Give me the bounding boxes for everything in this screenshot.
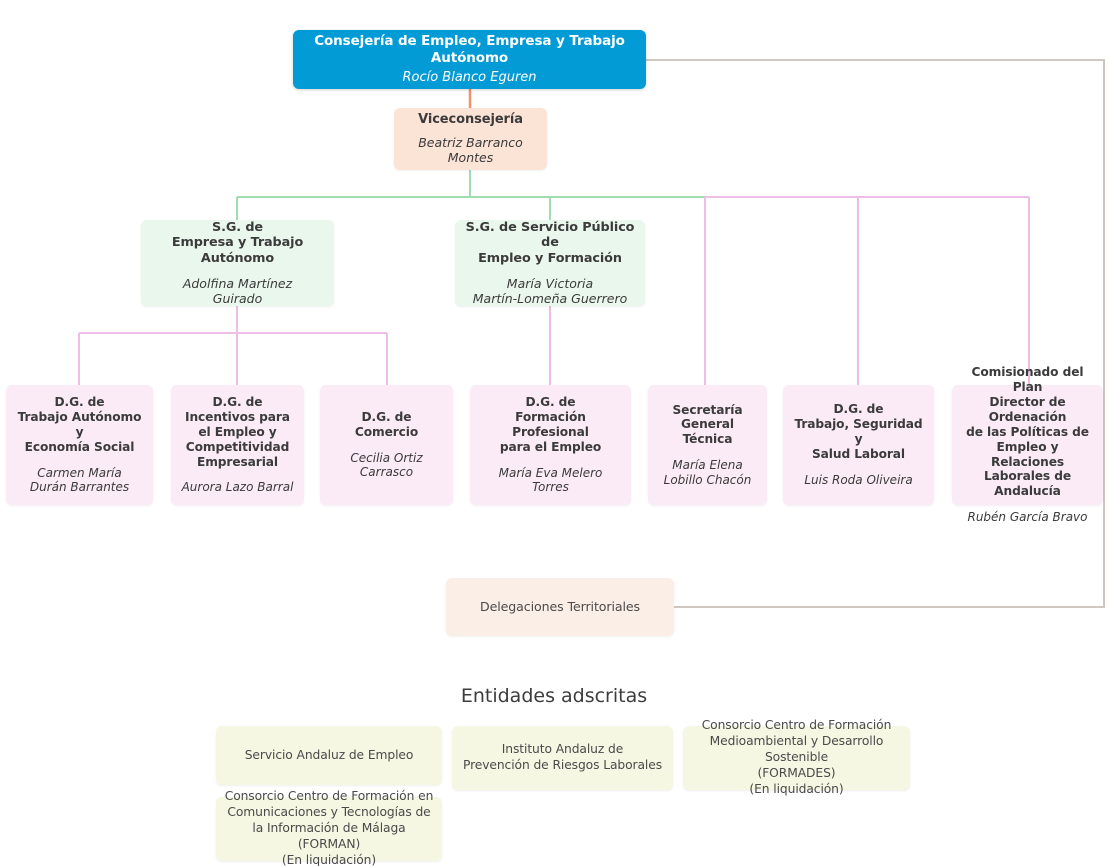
node-entidad-formades-title: Consorcio Centro de Formación Medioambie… xyxy=(701,718,892,796)
node-consejeria-title: Consejería de Empleo, Empresa y Trabajo … xyxy=(314,33,625,66)
entidades-adscritas-heading: Entidades adscritas xyxy=(460,685,648,707)
node-sg-empresa-trabajo-autonomo-person: Adolfina Martínez Guirado xyxy=(182,275,293,306)
node-dg-trabajo-seguridad-salud-laboral[interactable]: D.G. de Trabajo, Seguridad y Salud Labor… xyxy=(783,385,934,505)
node-dg-trabajo-autonomo-economia-social[interactable]: D.G. de Trabajo Autónomo y Economía Soci… xyxy=(6,385,153,505)
node-dg-incentivos-empleo-competitividad-title: D.G. de Incentivos para el Empleo y Comp… xyxy=(185,395,290,469)
node-secretaria-general-tecnica-title: Secretaría General Técnica xyxy=(672,402,743,447)
node-sg-servicio-publico-empleo-formacion-title: S.G. de Servicio Público de Empleo y For… xyxy=(465,219,635,267)
node-dg-formacion-profesional-empleo-title: D.G. de Formación Profesional para el Em… xyxy=(499,395,602,454)
node-viceconsejeria-title: Viceconsejería xyxy=(418,112,523,128)
node-dg-trabajo-autonomo-economia-social-title: D.G. de Trabajo Autónomo y Economía Soci… xyxy=(17,395,142,454)
node-dg-trabajo-seguridad-salud-laboral-person: Luis Roda Oliveira xyxy=(804,472,913,487)
node-entidad-forman[interactable]: Consorcio Centro de Formación en Comunic… xyxy=(216,789,442,866)
node-sg-servicio-publico-empleo-formacion[interactable]: S.G. de Servicio Público de Empleo y For… xyxy=(455,220,645,306)
node-dg-comercio-person: Cecilia Ortiz Carrasco xyxy=(350,450,423,480)
node-dg-formacion-profesional-empleo-person: María Eva Melero Torres xyxy=(498,465,603,495)
node-entidad-instituto-prevencion-riesgos-title: Instituto Andaluz de Prevención de Riesg… xyxy=(462,742,663,772)
node-sg-servicio-publico-empleo-formacion-person: María Victoria Martín-Lomeña Guerrero xyxy=(472,275,628,306)
node-comisionado-plan-director[interactable]: Comisionado del Plan Director de Ordenac… xyxy=(952,365,1103,524)
node-entidad-servicio-andaluz-empleo[interactable]: Servicio Andaluz de Empleo xyxy=(216,726,442,785)
node-delegaciones-territoriales-title: Delegaciones Territoriales xyxy=(479,599,640,615)
node-secretaria-general-tecnica[interactable]: Secretaría General Técnica María Elena L… xyxy=(648,385,767,505)
node-viceconsejeria-person: Beatriz Barranco Montes xyxy=(418,135,523,166)
node-consejeria[interactable]: Consejería de Empleo, Empresa y Trabajo … xyxy=(293,30,646,89)
node-sg-empresa-trabajo-autonomo-title: S.G. de Empresa y Trabajo Autónomo xyxy=(171,219,304,267)
node-entidad-forman-title: Consorcio Centro de Formación en Comunic… xyxy=(224,789,434,866)
node-dg-trabajo-seguridad-salud-laboral-title: D.G. de Trabajo, Seguridad y Salud Labor… xyxy=(794,402,923,462)
node-dg-incentivos-empleo-competitividad-person: Aurora Lazo Barral xyxy=(181,480,294,495)
node-comisionado-plan-director-title: Comisionado del Plan Director de Ordenac… xyxy=(966,365,1089,499)
node-entidad-instituto-prevencion-riesgos[interactable]: Instituto Andaluz de Prevención de Riesg… xyxy=(452,726,673,790)
node-secretaria-general-tecnica-person: María Elena Lobillo Chacón xyxy=(663,458,752,487)
node-consejeria-person: Rocío Blanco Eguren xyxy=(402,70,537,86)
node-dg-trabajo-autonomo-economia-social-person: Carmen María Durán Barrantes xyxy=(29,465,130,495)
node-comisionado-plan-director-person: Rubén García Bravo xyxy=(967,510,1088,525)
node-dg-incentivos-empleo-competitividad[interactable]: D.G. de Incentivos para el Empleo y Comp… xyxy=(171,385,304,505)
node-dg-formacion-profesional-empleo[interactable]: D.G. de Formación Profesional para el Em… xyxy=(470,385,631,505)
node-entidad-formades[interactable]: Consorcio Centro de Formación Medioambie… xyxy=(683,718,910,796)
node-dg-comercio[interactable]: D.G. de Comercio Cecilia Ortiz Carrasco xyxy=(320,385,453,505)
node-sg-empresa-trabajo-autonomo[interactable]: S.G. de Empresa y Trabajo Autónomo Adolf… xyxy=(141,220,334,306)
node-delegaciones-territoriales[interactable]: Delegaciones Territoriales xyxy=(446,578,674,636)
node-viceconsejeria[interactable]: Viceconsejería Beatriz Barranco Montes xyxy=(394,108,547,170)
node-entidad-servicio-andaluz-empleo-title: Servicio Andaluz de Empleo xyxy=(244,747,414,762)
node-dg-comercio-title: D.G. de Comercio xyxy=(354,410,419,439)
